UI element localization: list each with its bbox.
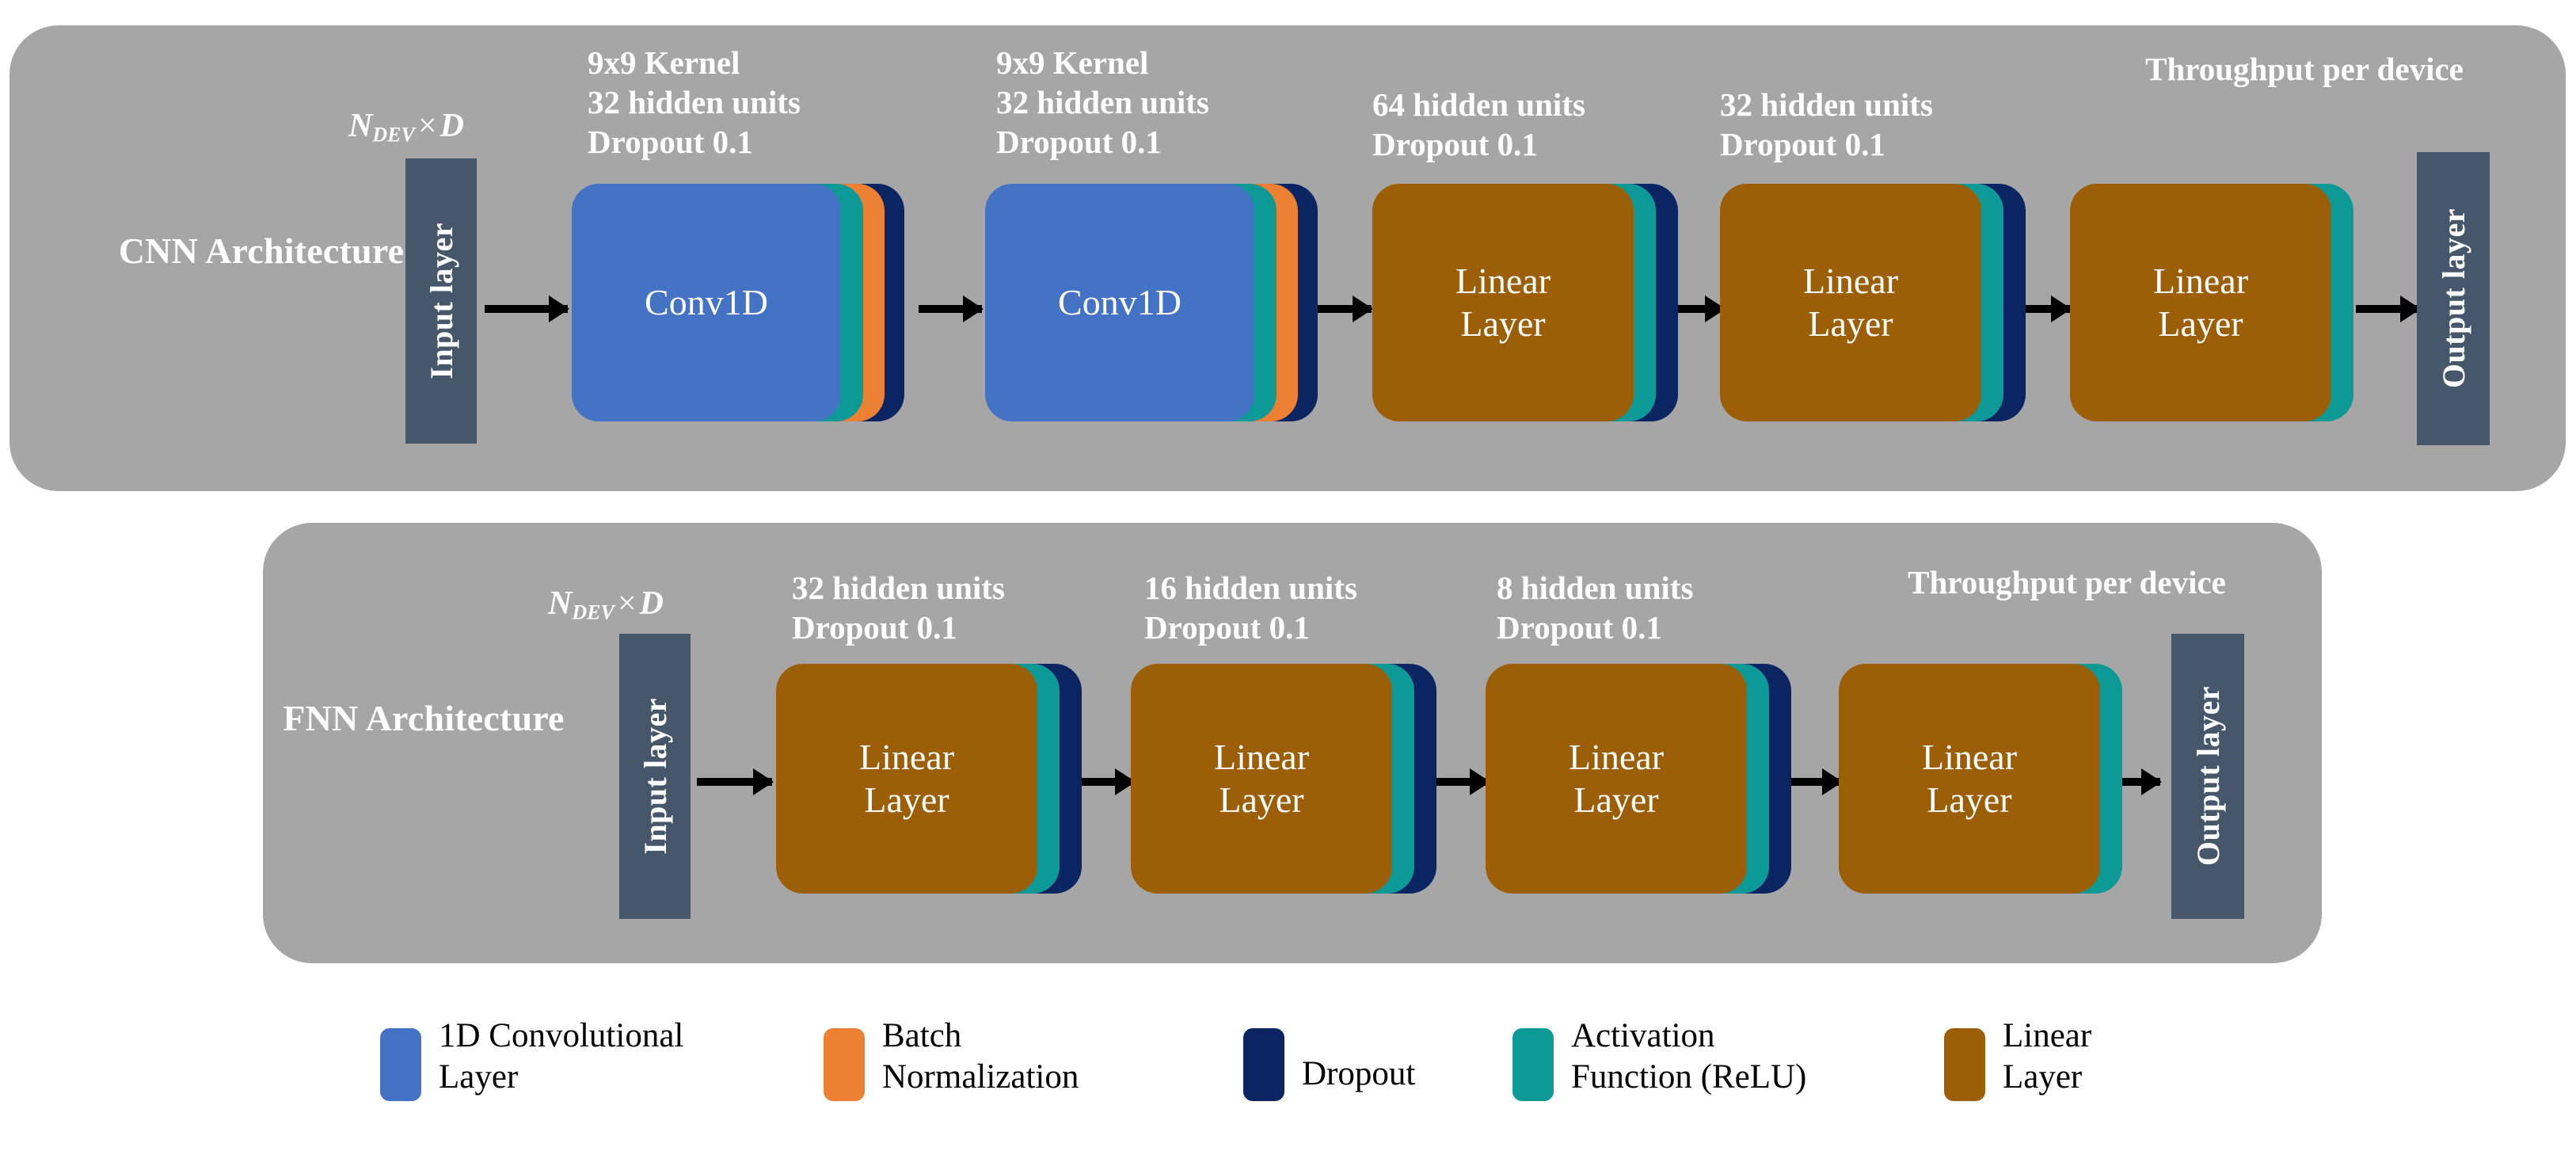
fnn-arrow-linear3-to-linear4 xyxy=(1778,778,1841,786)
legend-label-activation: Activation Function (ReLU) xyxy=(1571,1017,1807,1096)
cnn-block-conv1d-1: Conv1D xyxy=(572,184,904,421)
fnn-block-linear-1: Linear Layer xyxy=(776,664,1093,894)
cnn-arrow-input-to-conv1 xyxy=(485,305,568,313)
cnn-linear-2-label: Linear Layer xyxy=(1720,184,1981,421)
cnn-block-linear-2: Linear Layer xyxy=(1720,184,2037,421)
cnn-block-conv1d-2: Conv1D xyxy=(985,184,1318,421)
cnn-linear-1-label: Linear Layer xyxy=(1372,184,1634,421)
legend-item-dropout: Dropout xyxy=(1243,1016,1415,1101)
cnn-input-layer-block: Input layer xyxy=(405,158,477,444)
cnn-block-linear-1: Linear Layer xyxy=(1372,184,1689,421)
cnn-arrow-conv1-to-conv2 xyxy=(919,305,982,313)
legend: 1D Convolutional Layer Batch Normalizati… xyxy=(380,1016,2201,1134)
legend-item-batchnorm: Batch Normalization xyxy=(824,1016,1079,1101)
cnn-linear-3-label: Linear Layer xyxy=(2070,184,2331,421)
cnn-arrow-linear2-to-linear3 xyxy=(2007,305,2070,313)
legend-label-dropout: Dropout xyxy=(1302,1055,1416,1092)
fnn-block-linear-3: Linear Layer xyxy=(1486,664,1802,894)
cnn-block-linear-3: Linear Layer xyxy=(2070,184,2371,421)
cnn-conv1d-2-label: Conv1D xyxy=(985,184,1254,421)
fnn-input-layer-block: Input layer xyxy=(619,634,691,919)
cnn-output-layer-label: Output layer xyxy=(2435,208,2471,389)
cnn-arrow-conv2-to-linear1 xyxy=(1308,305,1372,313)
fnn-arrow-linear4-to-output xyxy=(2097,778,2160,786)
fnn-input-layer-label: Input layer xyxy=(637,698,673,855)
cnn-input-shape-n: N xyxy=(348,108,373,144)
cnn-row-title: CNN Architecture xyxy=(118,231,405,271)
fnn-arrow-linear2-to-linear3 xyxy=(1425,778,1489,786)
cnn-annotation-2: 9x9 Kernel 32 hidden units Dropout 0.1 xyxy=(996,44,1209,161)
legend-swatch-conv1d-icon xyxy=(380,1028,421,1101)
fnn-linear-3-label: Linear Layer xyxy=(1486,664,1747,894)
fnn-input-shape-n: N xyxy=(548,585,573,622)
fnn-output-layer-label: Output layer xyxy=(2190,686,2226,867)
cnn-input-layer-label: Input layer xyxy=(423,223,459,379)
fnn-annotation-1: 32 hidden units Dropout 0.1 xyxy=(792,570,1005,646)
fnn-input-shape-label: NDEV×D xyxy=(548,585,664,625)
fnn-input-shape-sub: DEV xyxy=(572,600,615,624)
fnn-linear-4-label: Linear Layer xyxy=(1839,664,2100,894)
cnn-input-shape-times: × xyxy=(417,108,437,144)
legend-item-activation: Activation Function (ReLU) xyxy=(1512,1016,1806,1101)
fnn-row-title: FNN Architecture xyxy=(283,698,565,738)
legend-item-conv1d: 1D Convolutional Layer xyxy=(380,1016,683,1101)
fnn-arrow-linear1-to-linear2 xyxy=(1071,778,1134,786)
legend-label-batchnorm: Batch Normalization xyxy=(882,1017,1079,1096)
fnn-input-shape-d: D xyxy=(639,585,664,622)
fnn-input-shape-times: × xyxy=(617,585,637,622)
legend-swatch-batchnorm-icon xyxy=(824,1028,865,1101)
cnn-annotation-3: 64 hidden units Dropout 0.1 xyxy=(1372,86,1585,163)
legend-label-conv1d: 1D Convolutional Layer xyxy=(439,1017,684,1096)
legend-swatch-activation-icon xyxy=(1512,1028,1554,1101)
fnn-block-linear-4: Linear Layer xyxy=(1839,664,2140,894)
legend-swatch-dropout-icon xyxy=(1243,1028,1284,1101)
cnn-annotation-5: Throughput per device xyxy=(2145,51,2464,87)
cnn-input-shape-label: NDEV×D xyxy=(348,107,464,147)
legend-swatch-linear-icon xyxy=(1944,1028,1985,1101)
fnn-annotation-2: 16 hidden units Dropout 0.1 xyxy=(1144,570,1357,646)
cnn-arrow-linear3-to-output xyxy=(2356,305,2419,313)
fnn-linear-1-label: Linear Layer xyxy=(776,664,1037,894)
cnn-arrow-linear1-to-linear2 xyxy=(1661,305,1724,313)
cnn-input-shape-d: D xyxy=(439,108,464,144)
fnn-arrow-input-to-linear1 xyxy=(697,778,772,786)
legend-item-linear: Linear Layer xyxy=(1944,1016,2091,1101)
cnn-annotation-4: 32 hidden units Dropout 0.1 xyxy=(1720,86,1933,163)
cnn-input-shape-sub: DEV xyxy=(372,123,415,147)
fnn-linear-2-label: Linear Layer xyxy=(1131,664,1392,894)
fnn-output-layer-block: Output layer xyxy=(2171,634,2244,919)
fnn-annotation-3: 8 hidden units Dropout 0.1 xyxy=(1497,570,1694,646)
legend-label-linear: Linear Layer xyxy=(2003,1017,2092,1096)
cnn-annotation-1: 9x9 Kernel 32 hidden units Dropout 0.1 xyxy=(588,44,801,161)
cnn-conv1d-1-label: Conv1D xyxy=(572,184,841,421)
cnn-output-layer-block: Output layer xyxy=(2417,152,2490,445)
fnn-block-linear-2: Linear Layer xyxy=(1131,664,1448,894)
fnn-annotation-4: Throughput per device xyxy=(1908,564,2226,600)
